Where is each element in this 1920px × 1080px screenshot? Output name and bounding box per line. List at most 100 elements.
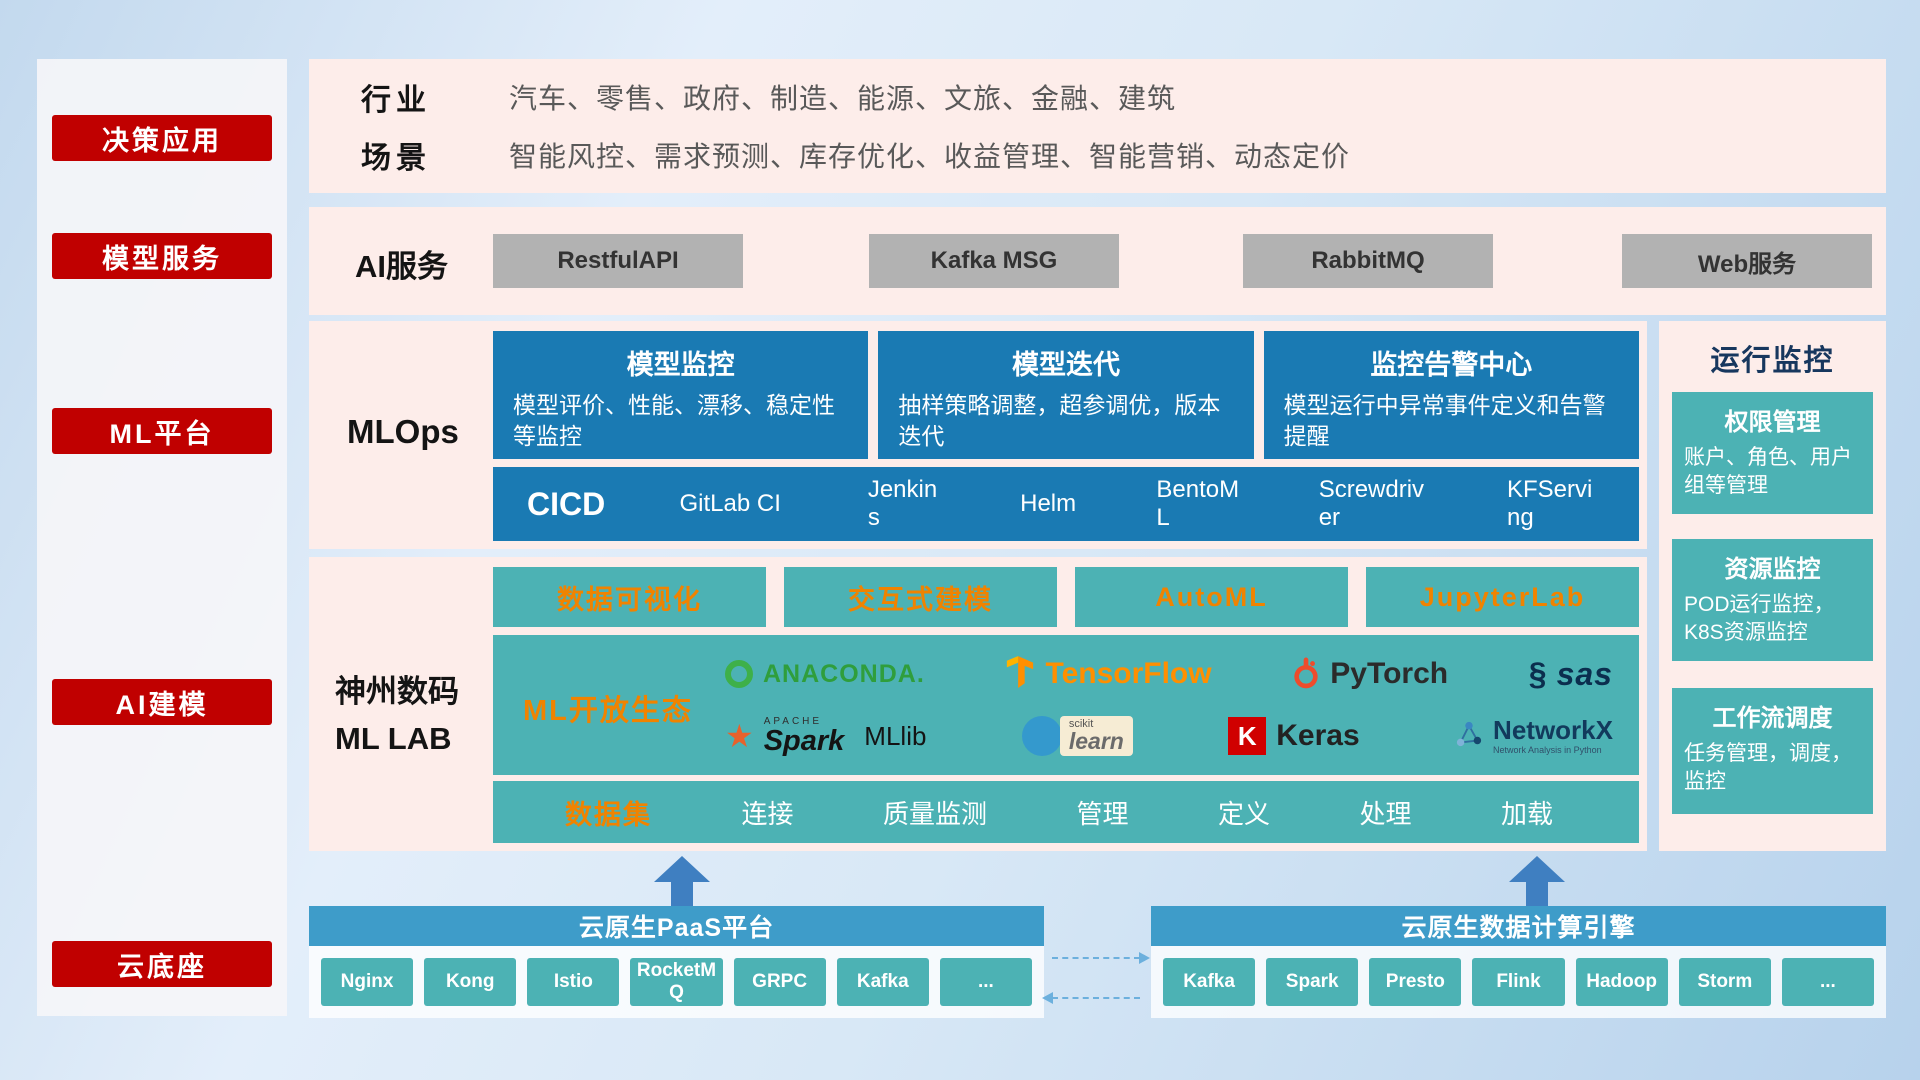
engine-item-kafka: Kafka [1163,958,1256,1006]
up-arrow-engine [1509,856,1565,906]
card-permission-mgmt: 权限管理 账户、角色、用户组等管理 [1672,392,1873,514]
service-web: Web服务 [1622,234,1872,288]
layer-label-model-service: 模型服务 [52,233,272,279]
ml-open-ecosystem-label: ML开放生态 [523,695,693,727]
data-engine-header: 云原生数据计算引擎 [1151,906,1886,946]
dataset-bar: 数据集 连接 质量监测 管理 定义 处理 加载 [493,781,1639,843]
pytorch-logo: PyTorch [1292,655,1448,694]
scikit-learn-logo: scikit learn [1021,716,1133,756]
cicd-label: CICD [527,485,606,522]
dashed-arrow-right-icon [1052,952,1150,964]
networkx-icon [1455,720,1483,753]
card-title: 资源监控 [1724,556,1821,583]
ml-lab-label: 神州数码 ML LAB [335,669,459,762]
engine-item-flink: Flink [1472,958,1565,1006]
learn-wordmark: learn [1068,728,1124,754]
layer-label-ai-modeling: AI建模 [52,679,272,725]
runtime-monitoring-panel: 运行监控 权限管理 账户、角色、用户组等管理 资源监控 POD运行监控，K8S资… [1659,321,1886,851]
layer-label-cloud-base: 云底座 [52,941,272,987]
scikit-text: scikit [1068,718,1094,730]
pytorch-icon [1292,655,1320,694]
data-engine-items: Kafka Spark Presto Flink Hadoop Storm ..… [1151,946,1886,1018]
service-restfulapi: RestfulAPI [493,234,743,288]
mllib-wordmark: MLlib [864,720,927,751]
paas-item-more: ... [939,958,1032,1006]
layer-sidebar: 决策应用 模型服务 ML平台 AI建模 云底座 [37,59,287,1016]
card-alert-center: 监控告警中心 模型运行中异常事件定义和告警提醒 [1263,331,1639,459]
cicd-item-jenkins: Jenkins [867,476,938,531]
spark-apache-text: APACHE [763,715,823,727]
paas-item-nginx: Nginx [321,958,414,1006]
tensorflow-icon [1005,655,1035,694]
runtime-monitoring-title: 运行监控 [1710,345,1835,377]
ml-lab-panel: 神州数码 ML LAB 数据可视化 交互式建模 AutoML JupyterLa… [309,557,1647,851]
layer-label-ml-platform: ML平台 [52,408,272,454]
mlops-cards: 模型监控 模型评价、性能、漂移、稳定性等监控 模型迭代 抽样策略调整，超参调优，… [493,331,1639,459]
card-desc: 抽样策略调整，超参调优，版本迭代 [898,392,1221,450]
spark-mllib-logo: ★ APACHE Spark MLlib [725,715,927,757]
spark-icon: ★ [725,718,754,754]
ecosystem-logo-row-2: ★ APACHE Spark MLlib scikit learn K [725,707,1613,765]
feature-interactive-modeling: 交互式建模 [784,567,1057,627]
scene-label: 场景 [361,142,431,175]
tensorflow-logo: TensorFlow [1005,655,1212,694]
paas-item-istio: Istio [527,958,620,1006]
paas-platform-items: Nginx Kong Istio RocketMQ GRPC Kafka ... [309,946,1044,1018]
scene-list: 智能风控、需求预测、库存优化、收益管理、智能营销、动态定价 [509,141,1351,172]
card-desc: 账户、角色、用户组等管理 [1684,446,1852,498]
engine-item-more: ... [1781,958,1874,1006]
ai-service-panel: AI服务 RestfulAPI Kafka MSG RabbitMQ Web服务 [309,207,1886,315]
ml-lab-features: 数据可视化 交互式建模 AutoML JupyterLab [493,567,1639,627]
feature-data-visualization: 数据可视化 [493,567,766,627]
industry-list: 汽车、零售、政府、制造、能源、文旅、金融、建筑 [509,83,1177,114]
paas-item-rocketmq: RocketMQ [630,958,723,1006]
engine-item-presto: Presto [1369,958,1462,1006]
card-title: 权限管理 [1724,409,1821,436]
ai-service-label: AI服务 [355,249,448,284]
engine-item-spark: Spark [1266,958,1359,1006]
spark-wordmark: Spark [763,724,845,757]
ml-lab-label-line1: 神州数码 [335,674,459,709]
cicd-item-gitlab-ci: GitLab CI [679,490,781,518]
networkx-subtitle: Network Analysis in Python [1493,745,1602,755]
mlops-panel: MLOps 模型监控 模型评价、性能、漂移、稳定性等监控 模型迭代 抽样策略调整… [309,321,1647,549]
sas-logo: § sas [1529,656,1613,693]
card-title: 监控告警中心 [1370,350,1533,380]
keras-icon: K [1228,717,1267,755]
scikit-learn-icon [1021,716,1062,756]
cicd-item-kfserving: KFServing [1507,476,1593,531]
tensorflow-wordmark: TensorFlow [1045,657,1212,690]
industry-label: 行业 [361,84,431,117]
mlops-label: MLOps [347,413,459,450]
service-kafka-msg: Kafka MSG [869,234,1119,288]
paas-item-kafka: Kafka [836,958,929,1006]
service-rabbitmq: RabbitMQ [1243,234,1493,288]
dataset-item-load: 加载 [1500,798,1553,829]
paas-item-grpc: GRPC [733,958,826,1006]
card-model-monitoring: 模型监控 模型评价、性能、漂移、稳定性等监控 [493,331,869,459]
paas-platform-header: 云原生PaaS平台 [309,906,1044,946]
dashed-arrow-left-icon [1042,992,1140,1004]
sas-wordmark: sas [1556,655,1613,692]
card-title: 模型迭代 [1011,350,1120,380]
networkx-logo: NetworkX Network Analysis in Python [1455,717,1613,755]
dataset-item-process: 处理 [1359,798,1412,829]
keras-logo: K Keras [1228,717,1360,755]
engine-item-hadoop: Hadoop [1575,958,1668,1006]
feature-jupyterlab: JupyterLab [1366,567,1639,627]
cicd-item-screwdriver: Screwdriver [1318,476,1425,531]
ml-lab-label-line2: ML LAB [335,720,452,756]
dataset-item-manage: 管理 [1076,798,1129,829]
card-title: 工作流调度 [1712,705,1833,732]
pytorch-wordmark: PyTorch [1330,657,1449,690]
card-desc: POD运行监控，K8S资源监控 [1684,593,1835,645]
ml-open-ecosystem-block: ML开放生态 ANACONDA. TensorFlow [493,635,1639,775]
engine-item-storm: Storm [1678,958,1771,1006]
dataset-label: 数据集 [565,799,652,830]
ecosystem-logo-row-1: ANACONDA. TensorFlow [725,647,1613,701]
card-title: 模型监控 [626,350,735,380]
card-desc: 模型评价、性能、漂移、稳定性等监控 [513,392,835,450]
dataset-item-define: 定义 [1217,798,1270,829]
paas-item-kong: Kong [424,958,517,1006]
card-model-iteration: 模型迭代 抽样策略调整，超参调优，版本迭代 [878,331,1254,459]
